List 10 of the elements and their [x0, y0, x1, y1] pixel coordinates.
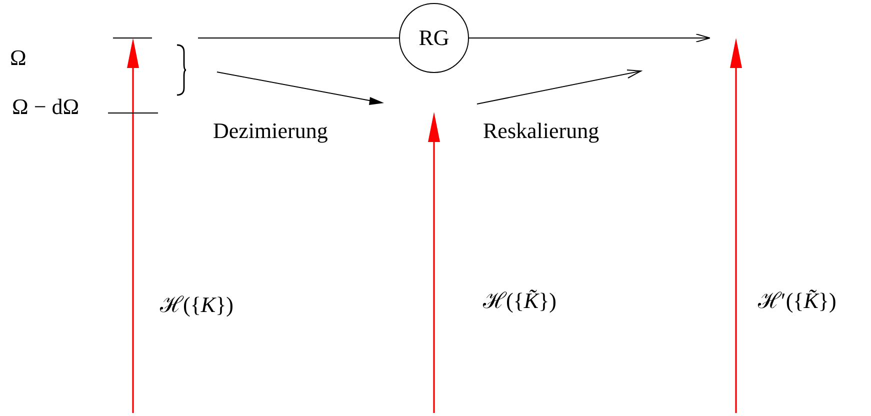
- omega-label: Ω: [10, 47, 26, 69]
- hamiltonian-label: ℋ′({K̃}): [758, 290, 836, 312]
- hamiltonian-label: ℋ({K̃}): [483, 290, 556, 312]
- rescaling-label: Reskalierung: [483, 120, 600, 142]
- hamiltonian-label: ℋ({K}): [160, 294, 234, 316]
- node-label: RG: [418, 25, 450, 51]
- omega-minus-domega-label: Ω − dΩ: [12, 96, 80, 118]
- decimation-label: Dezimierung: [213, 120, 328, 142]
- rg-circle: [399, 3, 469, 73]
- arrow: [468, 34, 710, 42]
